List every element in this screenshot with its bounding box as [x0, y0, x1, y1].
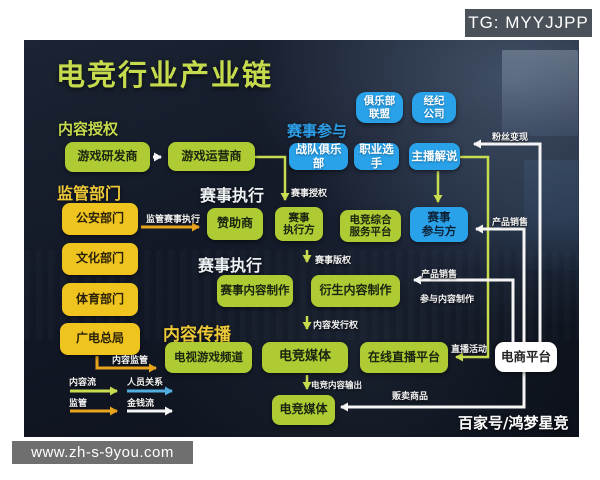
label-fan-monetization: 粉丝变现	[492, 133, 529, 143]
box-game-operator: 游戏运营商	[168, 142, 255, 171]
box-team-club: 战队俱乐部	[289, 143, 348, 170]
arrow-sell-goods	[340, 372, 526, 412]
arena-screen-decoration	[502, 50, 578, 136]
box-sports-dept: 体育部门	[62, 283, 138, 316]
arena-sideglow-decoration	[524, 160, 578, 270]
label-participate-content-production: 参与内容制作	[420, 295, 475, 305]
legend-content-flow: 内容流	[69, 378, 97, 388]
box-culture-dept: 文化部门	[62, 243, 138, 275]
box-sarft: 广电总局	[60, 323, 140, 355]
label-esports-content-output: 电竞内容输出	[311, 381, 363, 391]
box-streamer-commentator: 主播解说	[409, 143, 460, 170]
watermark-website: www.zh-s-9you.com	[12, 441, 193, 464]
credit-baijiahao: 百家号/鸿梦星竞	[458, 414, 569, 432]
box-event-executor: 赛事 执行方	[275, 207, 323, 241]
box-club-alliance: 俱乐部 联盟	[356, 92, 403, 123]
header-regulators: 监管部门	[57, 184, 122, 203]
arrow-operator-to-exec-party	[255, 155, 290, 201]
box-sponsor: 赞助商	[207, 208, 263, 240]
box-ecommerce-platform: 电商平台	[495, 342, 557, 372]
label-product-sales-upper: 产品销售	[492, 218, 529, 228]
arrow-product-sales-to-derivative	[413, 275, 515, 342]
box-derivative-content-production: 衍生内容制作	[311, 275, 400, 307]
watermark-telegram: TG: MYYJJPP	[465, 9, 592, 37]
label-live-activity: 直播活动	[451, 345, 488, 355]
arrow-product-sales-to-participant	[475, 224, 526, 342]
box-tv-game-channel: 电视游戏频道	[165, 342, 252, 373]
label-regulate-event-execution: 监管赛事执行	[146, 215, 201, 225]
diagram-title: 电竞行业产业链	[56, 58, 274, 92]
arrow-streamer-to-live-platform	[455, 155, 490, 362]
header-event-execution-1: 赛事执行	[200, 186, 265, 205]
box-online-live-platform: 在线直播平台	[360, 342, 448, 373]
header-content-authorization: 内容授权	[58, 120, 119, 138]
box-public-security-dept: 公安部门	[62, 203, 138, 235]
box-event-content-production: 赛事内容制作	[217, 275, 293, 307]
label-sell-goods: 贩卖商品	[392, 392, 429, 402]
label-event-authorization: 赛事授权	[291, 189, 328, 199]
header-event-execution-2: 赛事执行	[198, 256, 263, 275]
arrow-sarft-content-regulation	[95, 356, 157, 373]
box-esports-service-platform: 电竞综合 服务平台	[340, 210, 401, 242]
legend-personnel-relation: 人员关系	[127, 378, 164, 388]
box-event-participant: 赛事 参与方	[410, 207, 468, 242]
arrow-fan-monetization	[473, 139, 542, 342]
box-agency-company: 经纪 公司	[412, 92, 456, 123]
header-content-spread: 内容传播	[163, 325, 231, 345]
label-event-copyright: 赛事版权	[315, 256, 352, 266]
box-pro-player: 职业选手	[354, 143, 399, 170]
legend-regulation: 监管	[69, 399, 88, 409]
label-content-regulation: 内容监管	[112, 356, 149, 366]
legend-money-flow: 金钱流	[127, 399, 155, 409]
box-esports-media-1: 电竞媒体	[262, 342, 348, 373]
box-esports-media-2: 电竞媒体	[272, 395, 335, 425]
label-product-sales-lower: 产品销售	[421, 270, 458, 280]
box-game-developer: 游戏研发商	[65, 142, 150, 172]
label-content-distribution-right: 内容发行权	[313, 321, 359, 331]
header-event-participation: 赛事参与	[287, 122, 348, 140]
